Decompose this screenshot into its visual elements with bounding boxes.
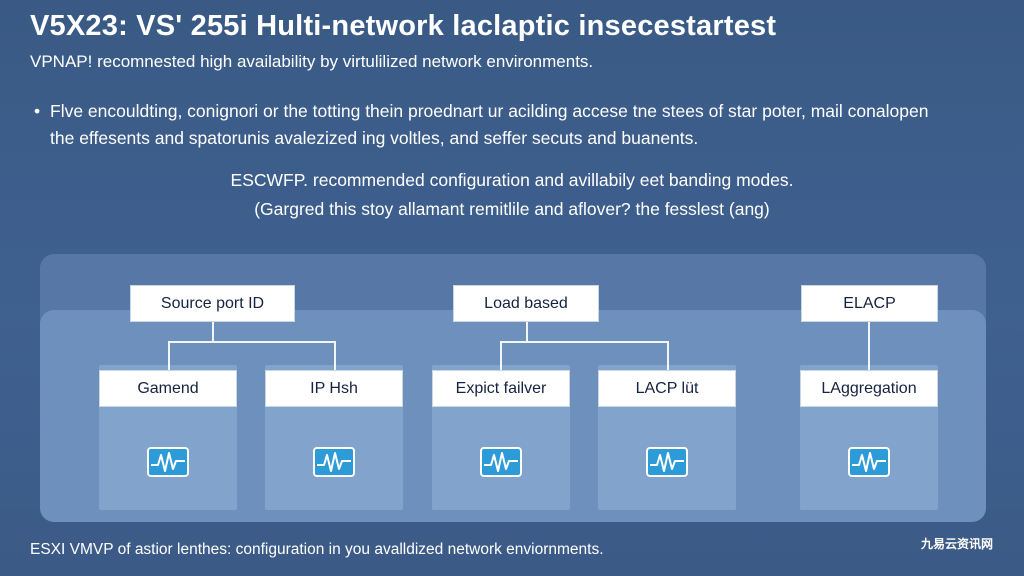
- option-ip-hash: IP Hsh: [265, 370, 403, 407]
- waveform-icon: [848, 447, 890, 477]
- option-explicit-failover: Expict failver: [432, 370, 570, 407]
- connector-line: [334, 341, 336, 370]
- connector-line: [526, 322, 528, 342]
- mode-source-port-id: Source port ID: [130, 285, 295, 322]
- connector-line: [500, 341, 668, 343]
- waveform-icon: [313, 447, 355, 477]
- connector-line: [868, 322, 870, 370]
- description-line-2: (Gargred this stoy allamant remitlile an…: [254, 199, 770, 219]
- waveform-icon: [480, 447, 522, 477]
- waveform-icon: [147, 447, 189, 477]
- bullet-line-2: the effesents and spatorunis avalezized …: [50, 128, 699, 148]
- connector-line: [667, 341, 669, 370]
- bullet-line-1: Flve encouldting, conignori or the totti…: [50, 101, 929, 121]
- option-lacp: LACP lüt: [598, 370, 736, 407]
- bullet-marker: •: [34, 101, 41, 121]
- connector-line: [168, 341, 335, 343]
- connector-line: [168, 341, 170, 370]
- mode-load-based: Load based: [453, 285, 599, 322]
- footer-caption: ESXI VMVP of astior lenthes: configurati…: [30, 541, 604, 558]
- description-line-1: ESCWFP. recommended configuration and av…: [230, 170, 794, 190]
- bullet-paragraph: • Flve encouldting, conignori or the tot…: [34, 98, 994, 152]
- connector-line: [212, 322, 214, 342]
- connector-line: [500, 341, 502, 370]
- option-gamend: Gamend: [99, 370, 237, 407]
- mode-elacp: ELACP: [801, 285, 938, 322]
- page-subtitle: VPNAP! recomnested high availability by …: [30, 52, 594, 71]
- page-title: V5X23: VS' 255i Hulti-network laclaptic …: [30, 10, 777, 42]
- waveform-icon: [646, 447, 688, 477]
- watermark: 九易云资讯网: [921, 537, 994, 551]
- option-link-aggregation: LAggregation: [800, 370, 938, 407]
